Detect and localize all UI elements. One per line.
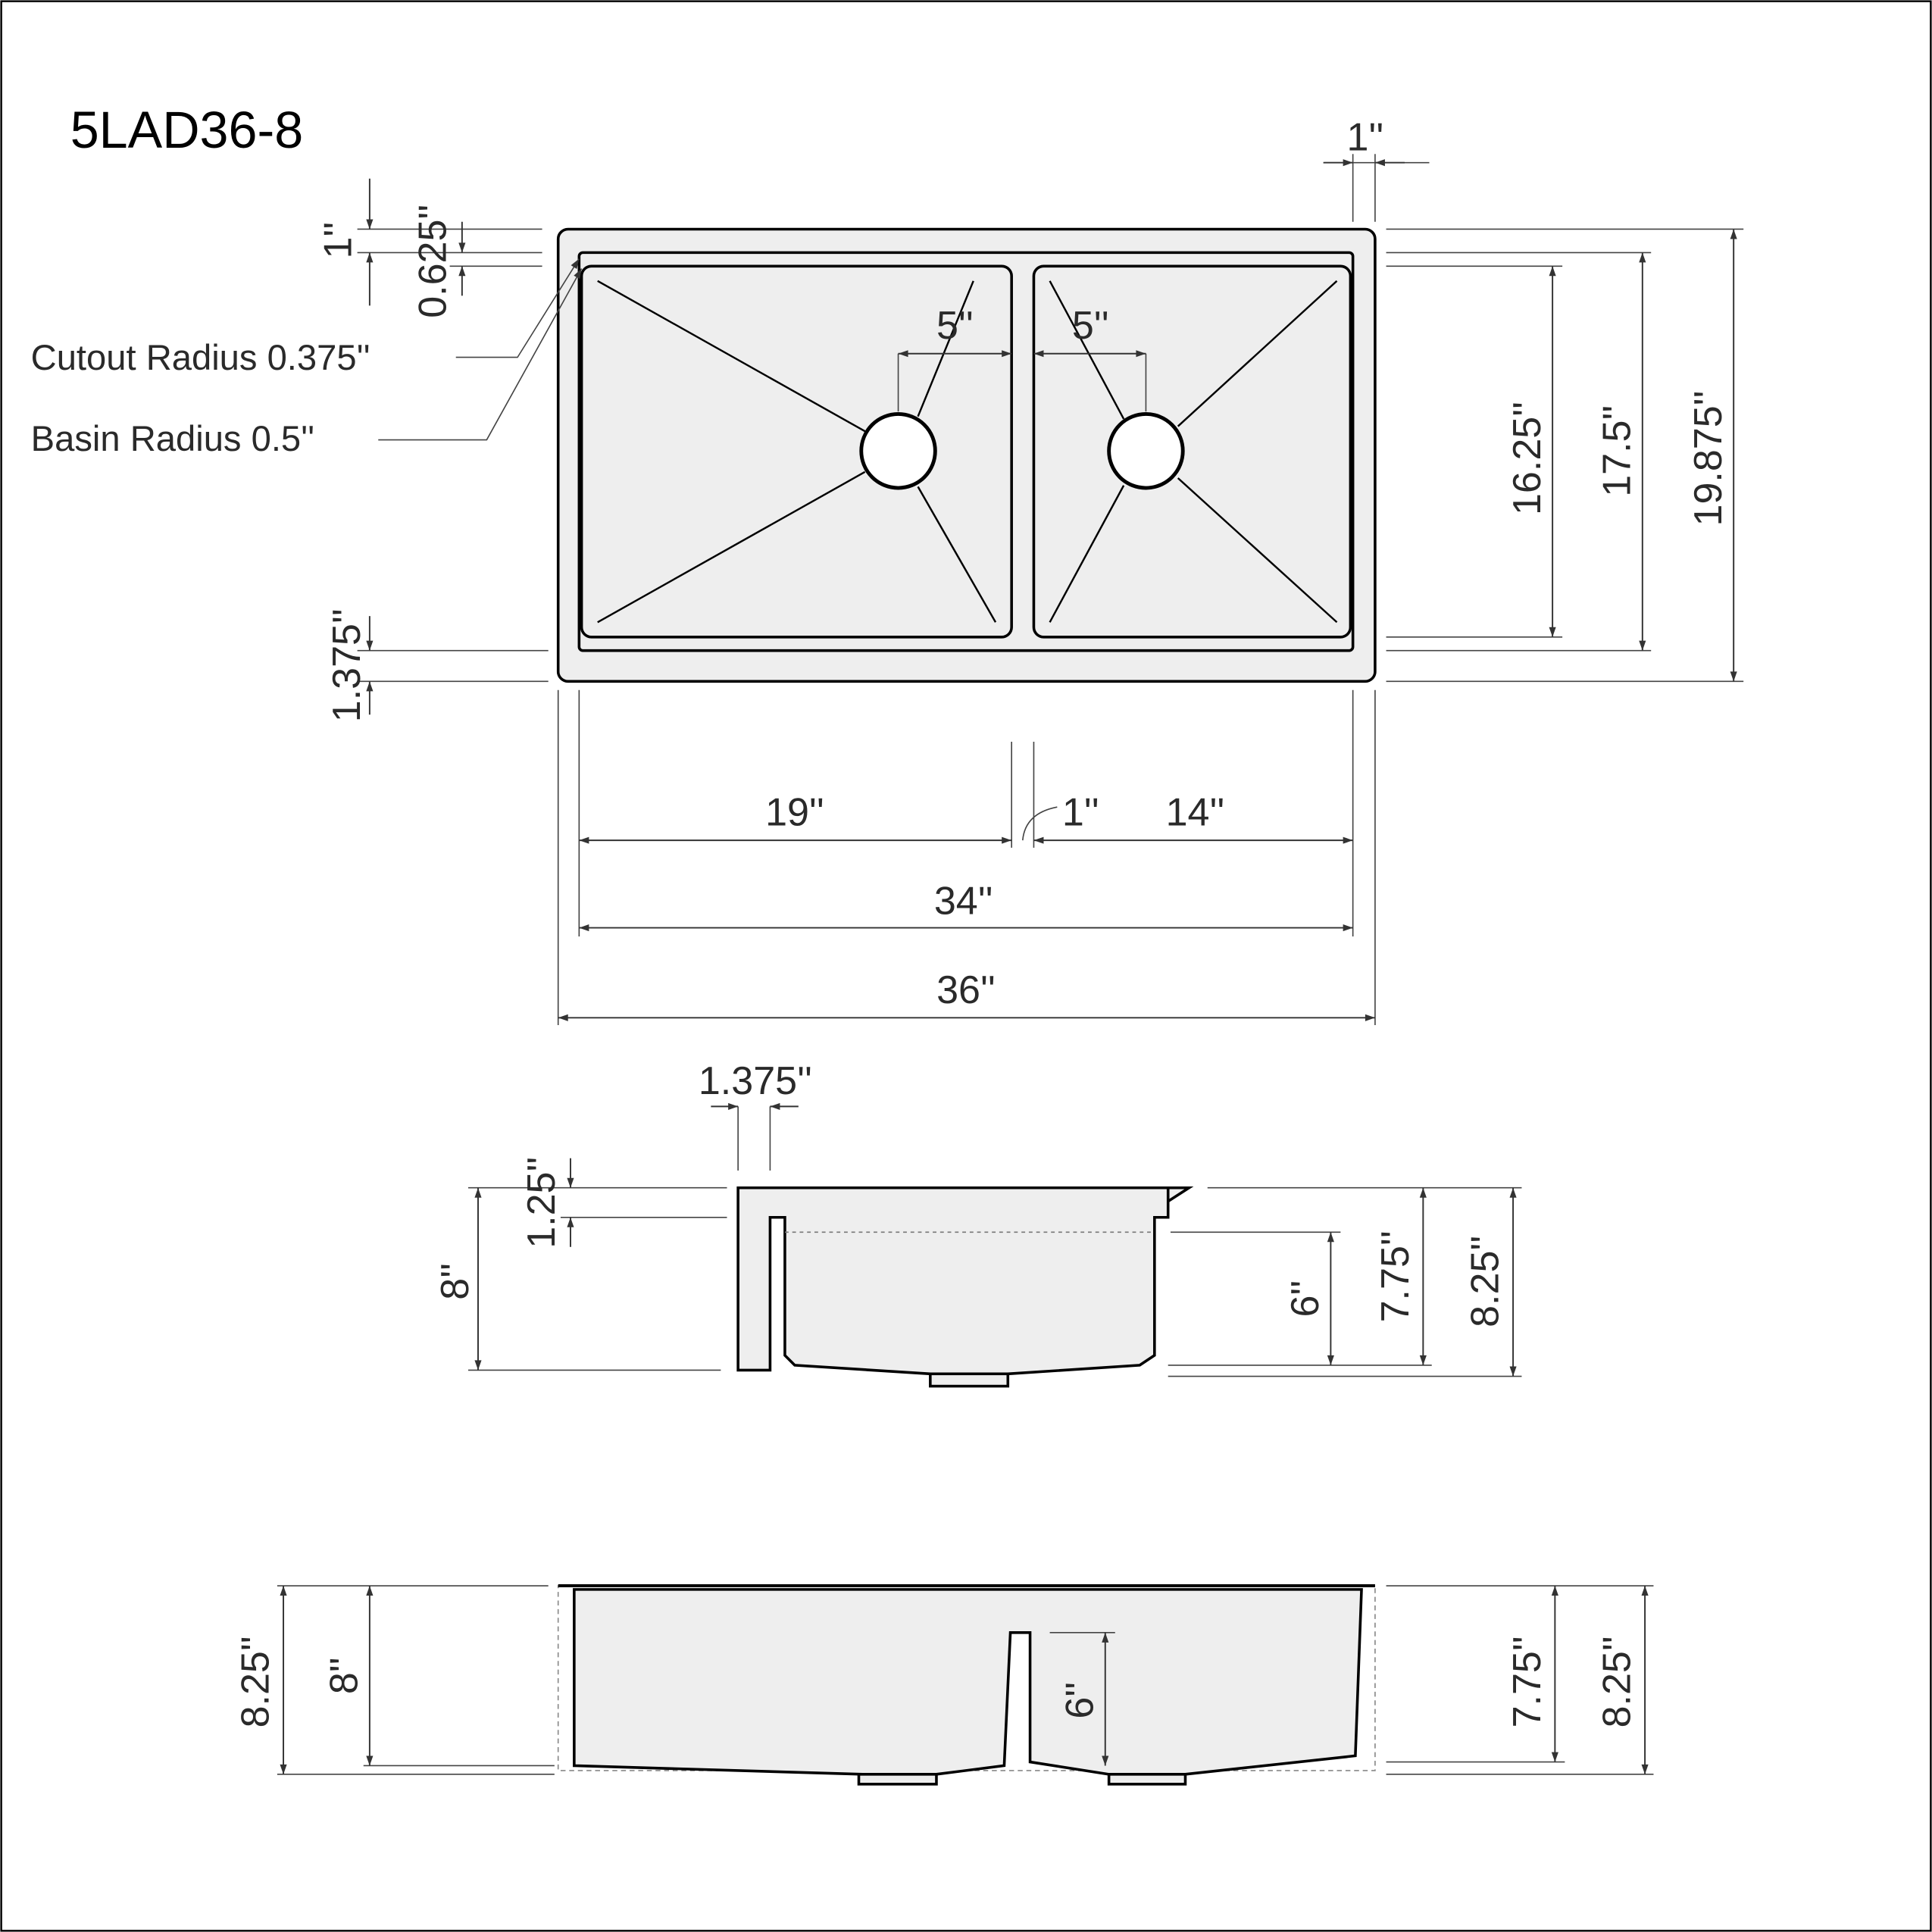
dim-cutout-top: 0.625'' xyxy=(411,205,455,318)
dim-divider: 1'' xyxy=(1062,791,1099,835)
dim-drain-offset-right: 5'' xyxy=(1072,304,1109,348)
dim-overall-height-left: 8.25'' xyxy=(234,1636,278,1727)
dim-apron-height-front: 8'' xyxy=(323,1657,367,1694)
dim-apron-height: 8'' xyxy=(433,1263,477,1300)
dim-overall-width: 36'' xyxy=(936,968,996,1012)
dim-overall-height-side: 8.25'' xyxy=(1464,1236,1508,1327)
cutout-radius-callout: Cutout Radius 0.375'' xyxy=(31,337,370,377)
dim-overall-depth: 19.875'' xyxy=(1687,390,1730,526)
left-drain-hole xyxy=(859,411,937,490)
dim-divider-height-front: 6'' xyxy=(1058,1682,1102,1719)
front-view: 8.25'' 8'' 6'' 7.75'' 8.25'' xyxy=(234,1583,1654,1786)
side-view: 1.375'' 1.25'' 8'' 6'' 7.75'' 8.25'' xyxy=(433,1059,1522,1388)
dim-drain-offset-left: 5'' xyxy=(936,304,974,348)
right-basin xyxy=(1032,264,1352,639)
dim-divider-height: 6'' xyxy=(1283,1280,1327,1318)
basin-radius-callout: Basin Radius 0.5'' xyxy=(31,418,315,458)
dim-flange-right: 1'' xyxy=(1347,115,1384,159)
dim-apron: 1.375'' xyxy=(699,1059,812,1103)
front-drain-right xyxy=(1107,1773,1187,1786)
front-drain-left xyxy=(857,1773,938,1786)
side-profile xyxy=(736,1186,1194,1376)
dim-right-basin-width: 14'' xyxy=(1166,791,1225,835)
top-view: Cutout Radius 0.375'' Basin Radius 0.5''… xyxy=(31,115,1744,1026)
left-basin xyxy=(580,264,1013,639)
dim-basin-depth-side: 7.75'' xyxy=(1374,1230,1418,1322)
left-basin-slope-lines xyxy=(597,280,997,624)
dim-cutout-depth: 17.5'' xyxy=(1596,405,1640,497)
dim-left-basin-width: 19'' xyxy=(765,791,824,835)
right-drain-hole xyxy=(1107,411,1185,490)
dim-lip: 1.25'' xyxy=(520,1157,564,1249)
dim-cutout-width: 34'' xyxy=(934,880,993,924)
dim-basin-depth-front: 7.75'' xyxy=(1505,1636,1549,1727)
dim-front-edge: 1.375'' xyxy=(325,608,369,722)
right-basin-slope-lines xyxy=(1049,280,1338,624)
dim-basin-depth: 16.25'' xyxy=(1505,402,1549,515)
dim-flange-top: 1'' xyxy=(316,222,360,259)
dim-overall-height-right: 8.25'' xyxy=(1596,1636,1640,1727)
side-drain xyxy=(929,1372,1010,1388)
front-profile xyxy=(573,1588,1363,1776)
model-title: 5LAD36-8 xyxy=(70,102,304,159)
